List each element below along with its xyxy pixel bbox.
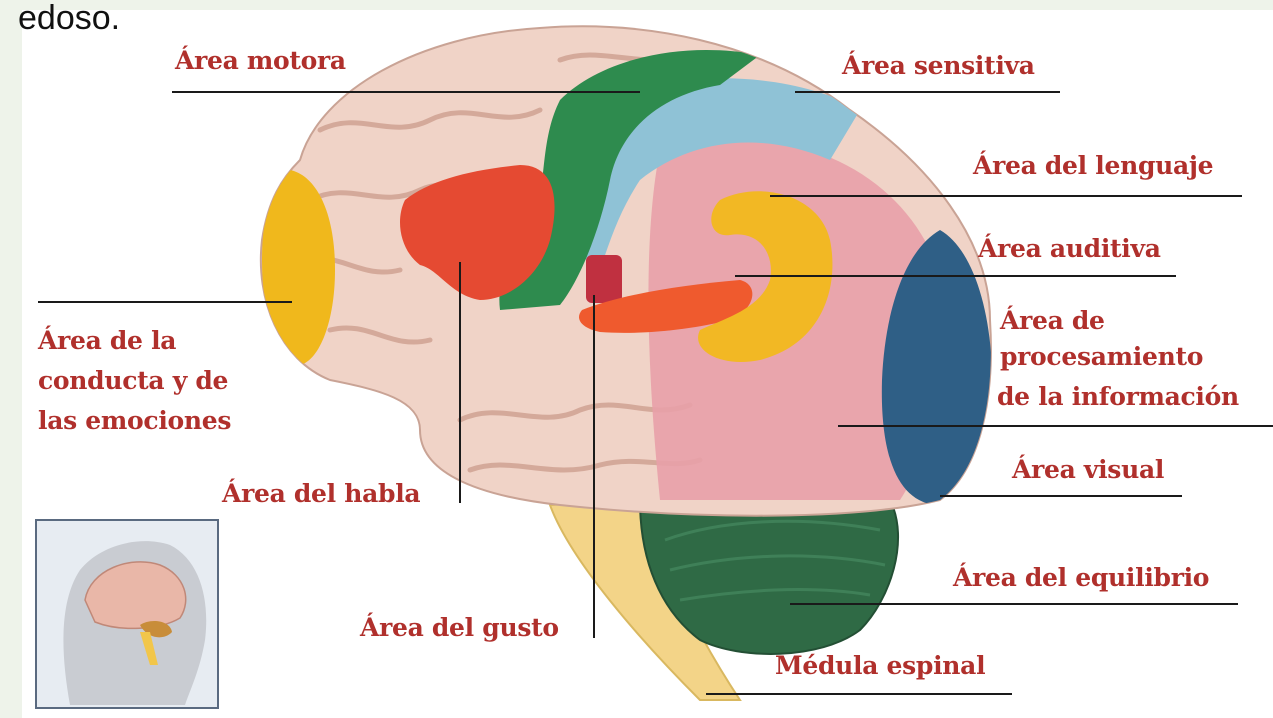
taste-region — [586, 255, 622, 303]
behavior-region — [262, 170, 335, 365]
label-behavior-area-line1: Área de la — [38, 326, 177, 355]
sensory-region — [580, 78, 860, 270]
auditory-region — [698, 191, 833, 362]
label-behavior-area-line3: las emociones — [38, 406, 232, 435]
label-visual-area: Área visual — [1012, 455, 1165, 484]
label-auditory-area: Área auditiva — [978, 234, 1161, 263]
label-speech-area: Área del habla — [222, 479, 421, 508]
auditory-strip — [579, 280, 753, 333]
speech-region — [400, 165, 555, 300]
slide-cut-text: edoso. — [18, 0, 121, 37]
motor-region — [499, 50, 760, 310]
label-language-area: Área del lenguaje — [973, 151, 1214, 180]
label-processing-area-line2: procesamiento — [1000, 342, 1204, 371]
label-behavior-area-line2: conducta y de — [38, 366, 229, 395]
label-spinal-cord: Médula espinal — [775, 651, 986, 680]
label-processing-area-line3: de la información — [997, 382, 1239, 411]
slide-left-band — [0, 0, 22, 718]
label-processing-area-line1: Área de — [1000, 306, 1105, 335]
label-balance-area: Área del equilibrio — [953, 563, 1210, 592]
label-motor-area: Área motora — [175, 46, 346, 75]
label-sensory-area: Área sensitiva — [842, 51, 1035, 80]
cerebellum-folds — [664, 519, 886, 602]
slide-top-band — [0, 0, 1273, 10]
head-inset — [35, 519, 219, 709]
leader-lines — [38, 91, 1273, 695]
label-taste-area: Área del gusto — [360, 613, 559, 642]
visual-region — [881, 230, 991, 505]
